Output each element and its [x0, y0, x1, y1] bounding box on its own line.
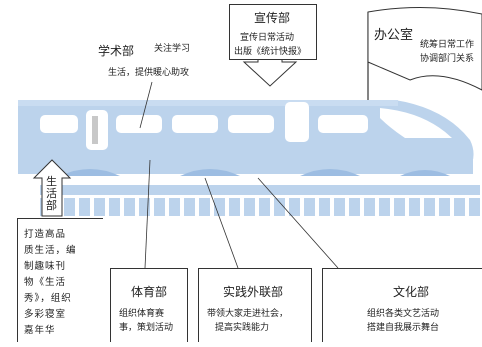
connector-line — [257, 177, 339, 269]
train-roof-stripe — [18, 100, 398, 106]
culture-dept-name: 文化部 — [393, 285, 430, 299]
wheel-arch — [60, 169, 120, 176]
life-dept-name: 生活部 — [46, 175, 57, 212]
publicity-dept-desc: 宣传日常活动 — [240, 33, 295, 43]
desc-line: 秀》，组织 — [24, 293, 72, 304]
office-dept-desc: 统筹日常工作 — [420, 40, 475, 50]
sports-dept-desc: 事，策划活动 — [119, 323, 174, 333]
academic-dept-desc: 关注学习 — [154, 44, 191, 54]
wheel-arch — [300, 169, 360, 176]
desc-line: 制趣味刊 — [24, 261, 67, 272]
connector-line — [144, 159, 151, 269]
publicity-dept-name: 宣传部 — [254, 11, 291, 25]
train-front-window — [380, 108, 452, 138]
life-dept-desc: 打造高品 质生活，编 制趣味刊 物《生活 秀》，组织 多彩寝室 嘉年华 — [18, 219, 103, 347]
sports-dept-name: 体育部 — [131, 285, 168, 299]
train-window — [116, 115, 162, 133]
practice-dept-box: 实践外联部 带领大家走进社会， 提高实践能力 — [198, 268, 312, 342]
desc-line: 打造高品 — [24, 229, 67, 240]
train-window — [228, 115, 274, 133]
life-dept-desc-box: 打造高品 质生活，编 制趣味刊 物《生活 秀》，组织 多彩寝室 嘉年华 — [17, 218, 103, 342]
rail — [40, 185, 480, 195]
desc-line: 物《生活 — [24, 277, 67, 288]
academic-dept-desc: 生活，提供暖心助攻 — [108, 68, 190, 78]
office-flag — [367, 6, 482, 91]
connector-line — [204, 177, 239, 269]
train-window — [318, 115, 368, 133]
culture-dept-desc: 搭建自我展示舞台 — [367, 323, 440, 333]
practice-dept-desc: 带领大家走进社会， — [207, 309, 289, 319]
office-dept-desc: 协调部门关系 — [420, 54, 475, 64]
publicity-dept-desc: 出版《统计快报》 — [234, 47, 307, 57]
academic-dept-name: 学术部 — [98, 44, 135, 58]
desc-line: 多彩寝室 — [24, 309, 67, 320]
train-skirt — [18, 160, 473, 174]
publicity-dept-box: 宣传部 宣传日常活动 出版《统计快报》 — [229, 4, 317, 60]
practice-dept-name: 实践外联部 — [223, 285, 284, 299]
office-dept-name: 办公室 — [374, 28, 414, 43]
academic-dept-box: 学术部 关注学习 生活，提供暖心助攻 — [88, 30, 216, 82]
life-arrow — [32, 159, 72, 217]
wheel-arch — [180, 169, 240, 176]
culture-dept-desc: 组织各类文艺活动 — [367, 309, 440, 319]
train-door-grey — [92, 116, 98, 144]
connector-line — [139, 81, 153, 129]
culture-dept-box: 文化部 组织各类文艺活动 搭建自我展示舞台 — [322, 268, 482, 342]
train-window — [40, 115, 78, 133]
desc-line: 嘉年华 — [24, 325, 56, 336]
desc-line: 质生活，编 — [24, 245, 77, 256]
sports-dept-box: 体育部 组织体育赛 事，策划活动 — [110, 268, 188, 342]
train-window — [172, 115, 218, 133]
sports-dept-desc: 组织体育赛 — [119, 309, 165, 319]
train-door — [285, 102, 309, 142]
wheel-arch — [400, 170, 450, 176]
rail-sleepers — [60, 198, 469, 216]
practice-dept-desc: 提高实践能力 — [215, 323, 270, 333]
